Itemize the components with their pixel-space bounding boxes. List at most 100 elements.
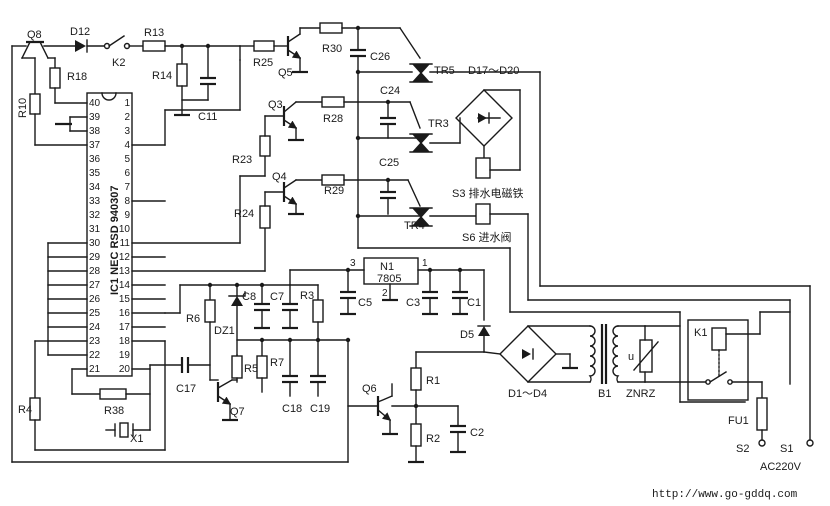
c25-label: C25 [379,157,399,169]
s3-label: S3 排水电磁铁 [452,186,524,200]
s3-coil [475,157,491,179]
r14-resistor [176,63,188,87]
ic1-pin-38: 38 [89,126,101,137]
ic1-left-leads [34,102,88,370]
d1-d4-bridge [499,325,557,383]
tr5-label: TR5 [434,65,455,77]
ic1-pin-24: 24 [89,322,101,333]
ic1-pin-8: 8 [124,196,130,207]
c8-label: C8 [242,291,256,303]
ic1-pin-17: 17 [119,322,131,333]
q8-label: Q8 [27,29,42,41]
ic1-pin-20: 20 [119,364,131,375]
znrz-label: ZNRZ [626,388,656,400]
r4-label: R4 [18,404,32,416]
r30-label: R30 [322,43,342,55]
ic1-pin-9: 9 [124,210,130,221]
ic1-pin-13: 13 [119,266,131,277]
ic1-pin-5: 5 [124,154,130,165]
znrz-u-label: u [628,351,634,363]
q6-transistor [376,395,393,421]
s2-label: S2 [736,443,749,455]
ic1-pin-36: 36 [89,154,101,165]
r13-label: R13 [144,27,164,39]
q7-transistor [216,379,233,405]
q5-transistor [286,33,302,59]
r23-label: R23 [232,154,252,166]
r1-resistor [410,367,422,391]
r28-label: R28 [323,113,343,125]
ic1-pin-26: 26 [89,294,101,305]
q6-label: Q6 [362,383,377,395]
r10-label: R10 [17,98,29,118]
n1-pin1: 1 [422,258,428,269]
ic1-pin-10: 10 [119,224,131,235]
c3-label: C3 [406,297,420,309]
q4-label: Q4 [272,171,287,183]
d12-label: D12 [70,26,90,38]
q8-transistor [11,40,49,59]
ic1-name: IC1 NEC RSD 940307 [109,186,121,295]
tr5-triac [409,63,433,83]
q5-label: Q5 [278,67,293,79]
ic1-pin-29: 29 [89,252,101,263]
tr3-label: TR3 [428,118,449,130]
ic1-pin-4: 4 [124,140,130,151]
d5-label: D5 [460,329,474,341]
k2-switch [103,35,131,50]
ic1-pin-1: 1 [124,98,130,109]
r2-resistor [410,423,422,447]
ac-label: AC220V [760,461,802,473]
ic1-right-leads [131,144,266,370]
s2-terminal [758,439,766,447]
c5-label: C5 [358,297,372,309]
b1-label: B1 [598,388,611,400]
s6-label: S6 进水阀 [462,230,512,244]
ic1-pin-39: 39 [89,112,101,123]
website-url: http://www.go-gddq.com [652,489,798,501]
r29-label: R29 [324,185,344,197]
c7-label: C7 [270,291,284,303]
r3-label: R3 [300,290,314,302]
c19-label: C19 [310,403,330,415]
r18-label: R18 [67,71,87,83]
c2-label: C2 [470,427,484,439]
n1-pin3: 3 [350,258,356,269]
q7-label: Q7 [230,406,245,418]
r7-resistor [256,355,268,379]
ic1-pin-2: 2 [124,112,130,123]
d17-d20-bridge [455,89,513,147]
c26-label: C26 [370,51,390,63]
tr4-label: TR4 [404,220,425,232]
ic1-pin-22: 22 [89,350,101,361]
r6-resistor [204,299,216,323]
ic1-pin-35: 35 [89,168,101,179]
c24-label: C24 [380,85,400,97]
n1-part: 7805 [377,273,401,285]
ic1-pin-19: 19 [119,350,131,361]
n1-label: N1 [380,261,394,273]
r30-resistor [319,22,343,34]
ic1-pin-11: 11 [120,238,131,249]
d12-diode [75,39,88,53]
ic1-pin-3: 3 [124,126,130,137]
n1-pin2: 2 [382,288,388,299]
ic1-pin-28: 28 [89,266,101,277]
q4-transistor [282,179,298,205]
tr4-triac [409,207,433,227]
ic1-pin-23: 23 [89,336,101,347]
r10-resistor [29,93,41,115]
r2-label: R2 [426,433,440,445]
r38-resistor [99,388,127,400]
k1-relay-box [687,319,749,401]
r38-label: R38 [104,405,124,417]
ic1-pin-37: 37 [89,140,101,151]
x1-label: X1 [130,433,143,445]
r24-resistor [259,205,271,229]
c11-label: C11 [198,111,217,123]
b1-transformer [588,324,620,384]
ic1-pin-18: 18 [119,336,131,347]
r23-resistor [259,135,271,157]
c1-label: C1 [467,297,481,309]
